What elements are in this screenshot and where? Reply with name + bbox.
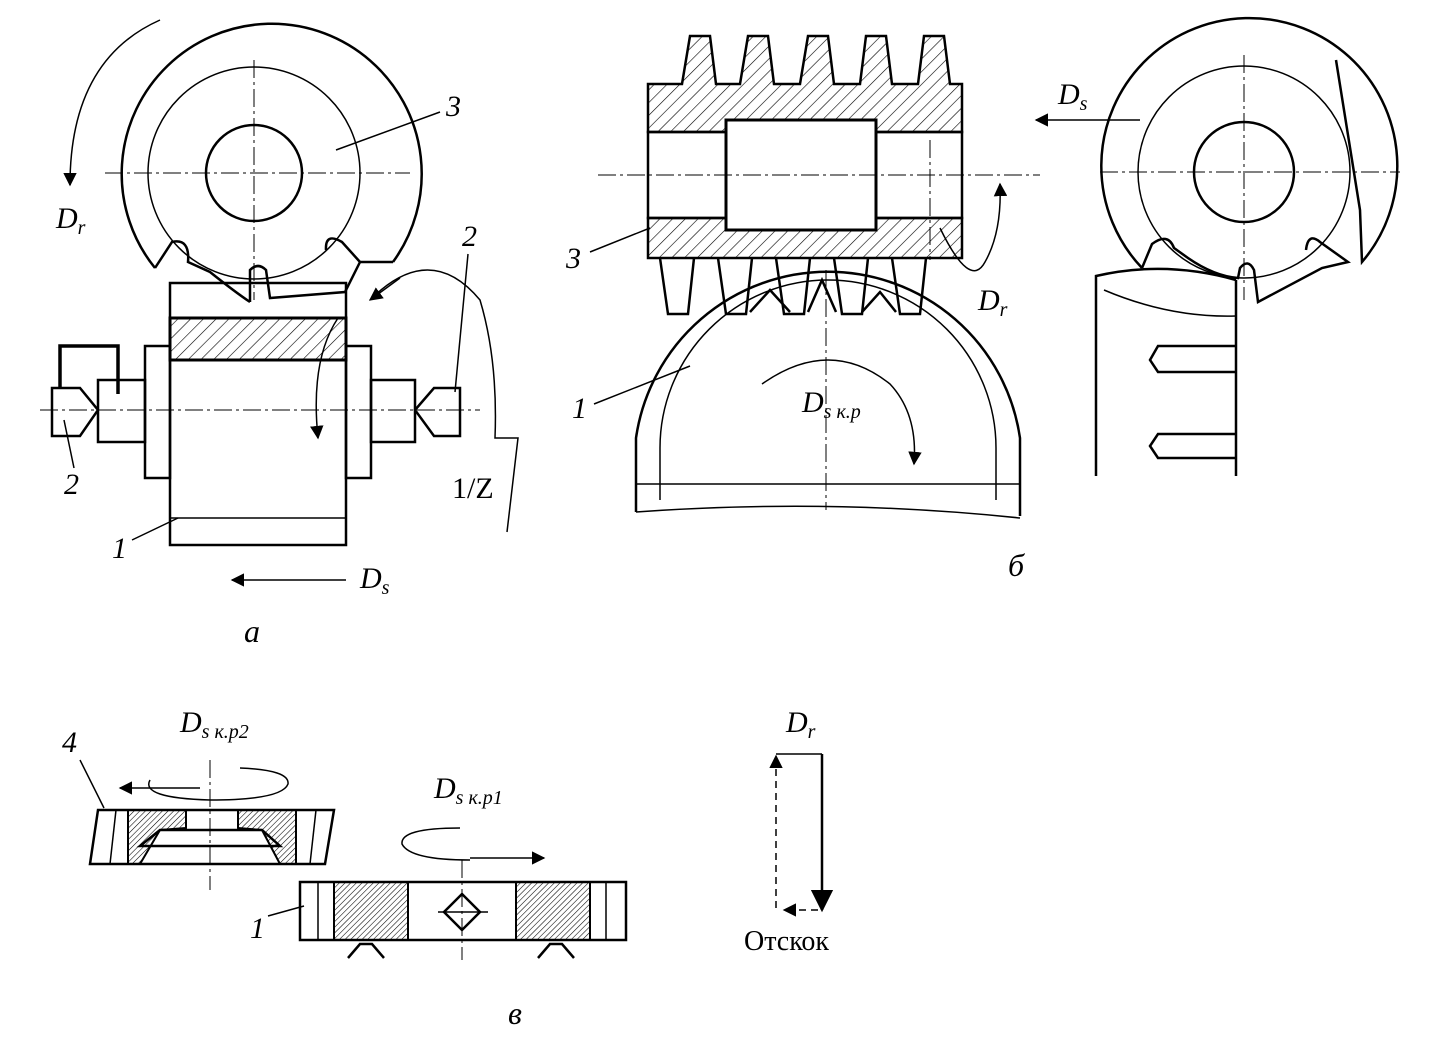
blank-number-a: 1	[112, 532, 127, 565]
centers-number-right-a: 2	[462, 220, 477, 253]
centers-leader-right-a	[454, 253, 469, 393]
hob-cutter-b	[598, 34, 1040, 316]
centers-leader-left-a	[63, 419, 75, 469]
rotation-ellipse-2-c	[148, 767, 289, 801]
feed-label-b: Ds	[1057, 78, 1088, 115]
hob-leader-a	[335, 111, 441, 151]
view-c: 4 Ds к.р2 1 Ds к.р1 Dr Отскок в	[62, 706, 834, 1031]
blank-leader-c	[267, 905, 305, 917]
caption-b: б	[1008, 547, 1025, 583]
feed-label-a: Ds	[359, 562, 390, 599]
hob-side-view-b	[1094, 16, 1400, 476]
gear-blank-b	[634, 270, 1022, 519]
circular-feed-label-2-c: Ds к.р2	[179, 706, 249, 743]
caption-c: в	[508, 995, 522, 1031]
centers-number-left-a: 2	[64, 468, 79, 501]
rotation-label-b: Dr	[977, 284, 1008, 321]
blank-leader-b	[593, 365, 691, 405]
hob-leader-b	[589, 227, 651, 253]
index-path-a	[369, 269, 519, 533]
hob-number-b: 3	[565, 242, 581, 275]
circular-feed-label-1-c: Ds к.р1	[433, 772, 503, 809]
index-ratio-a: 1/Z	[452, 472, 494, 505]
tool-leader-c	[79, 759, 105, 809]
gear-blank-c	[298, 860, 628, 960]
view-a: Dr 3 1/Z 2 2 1	[40, 19, 519, 649]
blank-number-c: 1	[250, 912, 265, 945]
view-b: 3 Dr 1 Ds к.р б	[565, 16, 1400, 583]
blank-leader-a	[131, 517, 179, 541]
rotation-label-a: Dr	[55, 202, 86, 239]
hob-number-a: 3	[445, 90, 461, 123]
tool-4-c	[88, 760, 336, 890]
circular-feed-arrow-b	[761, 359, 922, 466]
rotation-arrow-a	[63, 19, 161, 187]
rotation-label-c: Dr	[785, 706, 816, 743]
rotation-ellipse-1-c	[401, 827, 471, 861]
tool-number-c: 4	[62, 726, 77, 759]
gear-blank-a	[40, 281, 480, 547]
circular-feed-label-b: Ds к.р	[801, 386, 861, 423]
rotation-arrow-b	[939, 182, 1008, 272]
hob-cutter-a	[105, 22, 423, 304]
blank-number-b: 1	[572, 392, 587, 425]
plunge-arrow-a	[310, 317, 339, 440]
rebound-label-c: Отскок	[744, 926, 829, 957]
caption-a: а	[244, 613, 260, 649]
index-arrow-a	[368, 277, 401, 301]
